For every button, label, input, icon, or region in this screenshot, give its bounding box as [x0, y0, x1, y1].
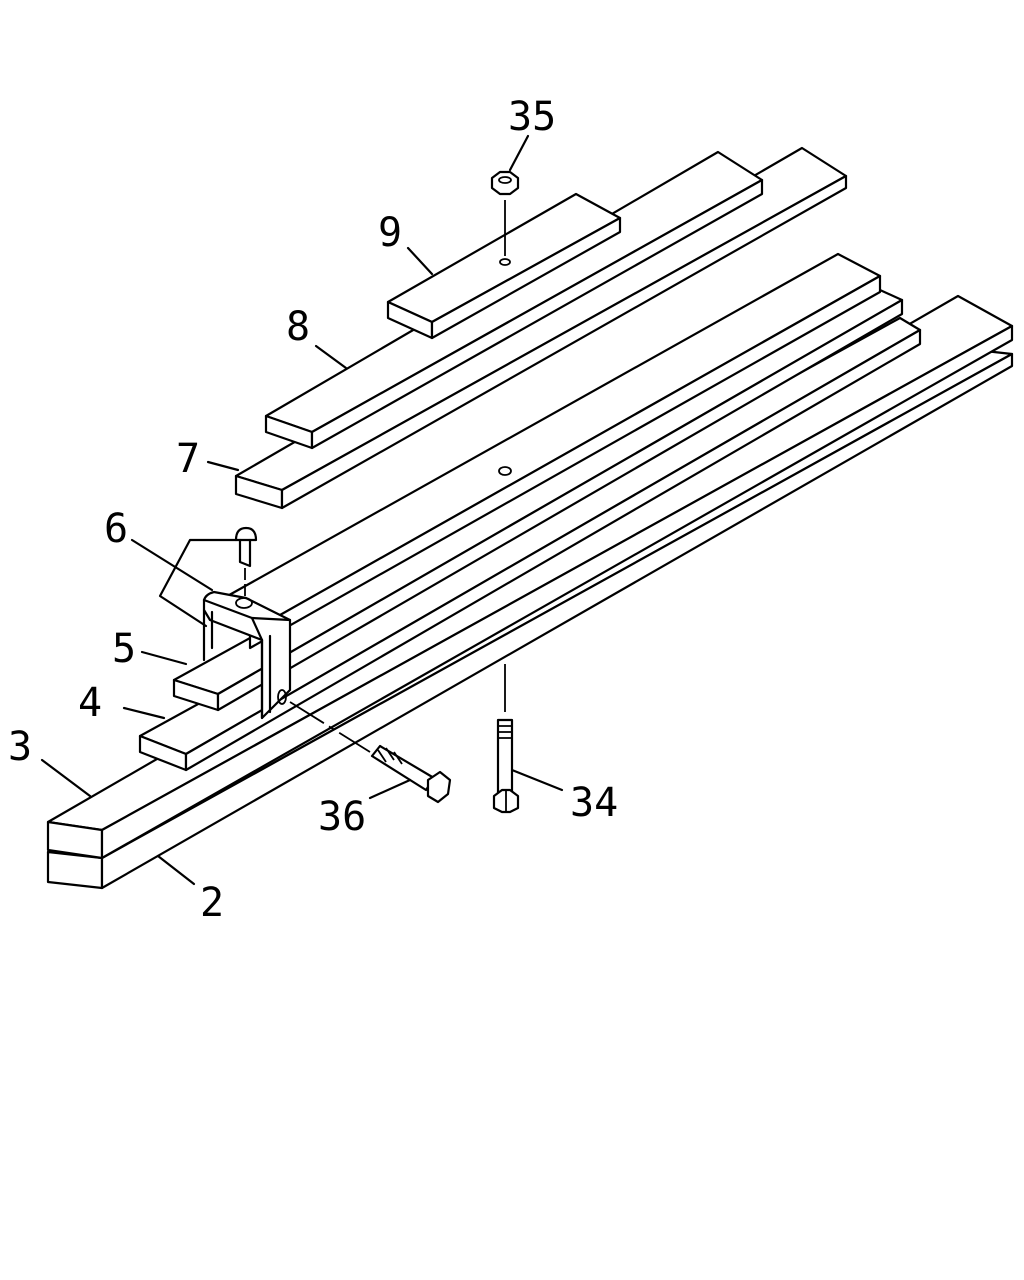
nut-35 — [490, 170, 520, 266]
callout-4: 4 — [78, 680, 102, 726]
callout-2: 2 — [200, 880, 224, 926]
callout-6: 6 — [104, 506, 128, 552]
leader-lines — [40, 134, 564, 886]
callout-5: 5 — [112, 626, 136, 672]
bolt-36 — [289, 701, 452, 804]
center-bolt-34 — [492, 664, 520, 814]
rebound-clip — [202, 590, 292, 720]
callout-labels: 35 9 8 7 6 5 4 3 36 34 2 — [8, 94, 618, 926]
rivet — [234, 526, 258, 600]
leaf-5 — [172, 288, 904, 712]
callout-9: 9 — [378, 210, 402, 256]
callout-8: 8 — [286, 304, 310, 350]
leaf-9 — [386, 192, 622, 340]
callout-3: 3 — [8, 724, 32, 770]
callout-34: 34 — [570, 780, 618, 826]
callout-7: 7 — [176, 436, 200, 482]
leaf-4 — [138, 316, 922, 772]
center-bolt-hole — [498, 466, 512, 476]
callout-35: 35 — [508, 94, 556, 140]
leaf-6 — [204, 252, 882, 650]
callout-36: 36 — [318, 794, 366, 840]
